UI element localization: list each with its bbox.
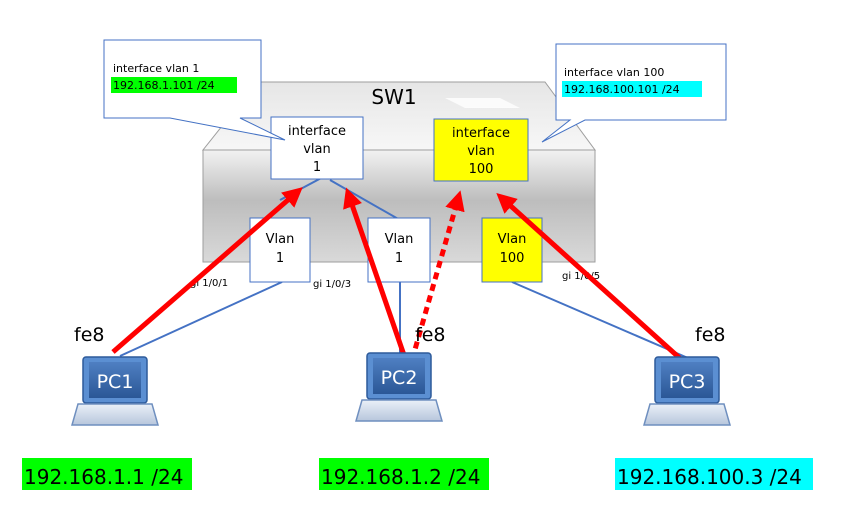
- arrow-pc3-to-svi100: [496, 192, 686, 364]
- svi1-to-port2-link: [329, 179, 401, 221]
- callout-left: interface vlan 1 192.168.1.101 /24: [103, 39, 286, 141]
- callout-right-address: 192.168.100.101 /24: [564, 83, 680, 96]
- port2-line1: Vlan: [385, 232, 414, 247]
- pc3-address-highlight: [615, 458, 813, 490]
- pc1-link: [119, 281, 283, 357]
- port-vlan100: Vlan 100: [481, 217, 543, 283]
- svi-vlan1-line1: interface: [288, 124, 346, 139]
- pc2-address: 192.168.1.2 /24: [321, 465, 480, 489]
- svi-vlan1-line2: vlan: [303, 142, 331, 157]
- pc3-address: 192.168.100.3 /24: [617, 465, 802, 489]
- pc2-label: PC2: [381, 367, 418, 389]
- link-label-pc3: gi 1/0/5: [562, 271, 600, 282]
- link-label-pc1: gi 1/0/1: [190, 278, 228, 289]
- svi-vlan100-line1: interface: [452, 126, 510, 141]
- switch-name: SW1: [371, 85, 416, 109]
- pc3-link: [511, 281, 689, 359]
- arrow-pc2-to-svi100-dotted: [409, 190, 465, 361]
- pc3: fe8 PC3 192.168.100.3 /24: [615, 324, 813, 490]
- callout-left-title: interface vlan 1: [113, 62, 199, 75]
- arrows: [111, 187, 686, 364]
- port3-line2: 100: [500, 251, 525, 266]
- svi-vlan100-box: interface vlan 100: [433, 118, 529, 182]
- svi-vlan1-box: interface vlan 1: [270, 116, 364, 180]
- pc1: fe8 PC1 192.168.1.1 /24: [22, 324, 192, 490]
- callout-right: interface vlan 100 192.168.100.101 /24: [541, 43, 727, 143]
- pc1-address-highlight: [22, 458, 192, 490]
- pc2-link-local: fe8: [415, 324, 445, 346]
- port1-line1: Vlan: [266, 232, 295, 247]
- pc2-address-highlight: [319, 458, 489, 490]
- pc3-link-local: fe8: [695, 324, 725, 346]
- arrow-pc1-to-svi1: [111, 187, 303, 354]
- svi-vlan100-line3: 100: [469, 162, 494, 177]
- pc2: fe8 PC2 192.168.1.2 /24: [319, 324, 489, 490]
- callout-left-address: 192.168.1.101 /24: [113, 79, 215, 92]
- arrow-pc2-to-svi1: [343, 187, 408, 359]
- pc1-label: PC1: [97, 371, 134, 393]
- svi-vlan100-line2: vlan: [467, 144, 495, 159]
- pc1-address: 192.168.1.1 /24: [24, 465, 183, 489]
- port-vlan1-a: Vlan 1: [249, 217, 311, 283]
- callout-left-highlight: [111, 77, 237, 93]
- laptop-icon: [355, 352, 443, 422]
- port1-line2: 1: [276, 251, 284, 266]
- callout-right-highlight: [562, 81, 702, 97]
- pc3-label: PC3: [669, 371, 706, 393]
- svi-vlan1-line3: 1: [313, 160, 321, 175]
- port-vlan1-b: Vlan 1: [367, 217, 431, 283]
- laptop-icon: [71, 356, 159, 426]
- pc1-link-local: fe8: [74, 324, 104, 346]
- port3-line1: Vlan: [498, 232, 527, 247]
- laptop-icon: [643, 356, 731, 426]
- port2-line2: 1: [395, 251, 403, 266]
- link-label-pc2: gi 1/0/3: [313, 279, 351, 290]
- callout-right-title: interface vlan 100: [564, 66, 664, 79]
